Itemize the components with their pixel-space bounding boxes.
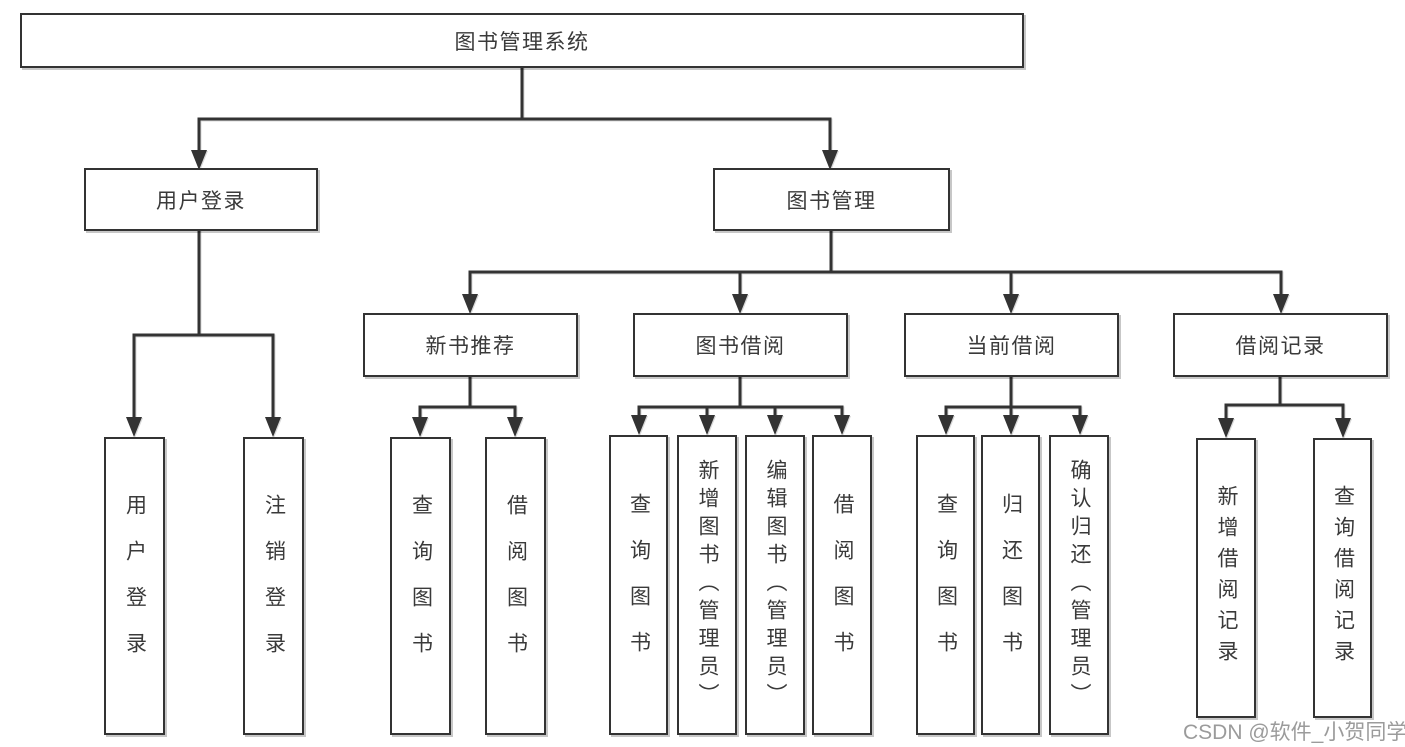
node-borrow-records: 借阅记录 bbox=[1173, 313, 1388, 377]
node-new-book-recommend: 新书推荐 bbox=[363, 313, 578, 377]
node-book-borrow: 图书借阅 bbox=[633, 313, 848, 377]
leaf-add-borrow-record-label: 新增借阅记录 bbox=[1215, 485, 1238, 671]
node-current-borrow: 当前借阅 bbox=[904, 313, 1119, 377]
leaf-confirm-return-admin-label: 确认归还（管理员） bbox=[1068, 459, 1091, 711]
leaf-edit-book-admin-label: 编辑图书（管理员） bbox=[764, 459, 787, 711]
leaf-recommend-borrow-books-label: 借阅图书 bbox=[504, 494, 528, 678]
leaf-add-book-admin: 新增图书（管理员） bbox=[677, 435, 737, 735]
node-borrow-records-label: 借阅记录 bbox=[1235, 335, 1326, 358]
node-library-system-label: 图书管理系统 bbox=[454, 30, 590, 54]
leaf-current-query-books-label: 查询图书 bbox=[934, 493, 958, 677]
leaf-return-books: 归还图书 bbox=[981, 435, 1040, 735]
leaf-query-borrow-record: 查询借阅记录 bbox=[1313, 438, 1372, 718]
leaf-return-books-label: 归还图书 bbox=[999, 493, 1023, 677]
leaf-add-borrow-record: 新增借阅记录 bbox=[1196, 438, 1256, 718]
leaf-recommend-borrow-books: 借阅图书 bbox=[485, 437, 546, 735]
node-library-system: 图书管理系统 bbox=[20, 13, 1024, 68]
leaf-user-login-label: 用户登录 bbox=[123, 494, 147, 678]
node-book-management-label: 图书管理 bbox=[786, 189, 877, 213]
node-current-borrow-label: 当前借阅 bbox=[966, 335, 1057, 358]
leaf-user-login: 用户登录 bbox=[104, 437, 165, 735]
leaf-borrow-query-books: 查询图书 bbox=[609, 435, 668, 735]
node-user-login: 用户登录 bbox=[84, 168, 318, 231]
node-user-login-label: 用户登录 bbox=[156, 189, 246, 213]
leaf-logout: 注销登录 bbox=[243, 437, 304, 735]
leaf-borrow-books-label: 借阅图书 bbox=[831, 493, 854, 677]
leaf-borrow-query-books-label: 查询图书 bbox=[627, 493, 651, 677]
leaf-add-book-admin-label: 新增图书（管理员） bbox=[696, 459, 719, 711]
leaf-edit-book-admin: 编辑图书（管理员） bbox=[745, 435, 805, 735]
leaf-recommend-query-books: 查询图书 bbox=[390, 437, 451, 735]
leaf-confirm-return-admin: 确认归还（管理员） bbox=[1049, 435, 1109, 735]
node-new-book-recommend-label: 新书推荐 bbox=[425, 335, 516, 358]
node-book-management: 图书管理 bbox=[713, 168, 950, 231]
node-book-borrow-label: 图书借阅 bbox=[695, 335, 786, 358]
leaf-recommend-query-books-label: 查询图书 bbox=[409, 494, 433, 678]
csdn-watermark: CSDN @软件_小贺同学 bbox=[1183, 721, 1405, 744]
leaf-query-borrow-record-label: 查询借阅记录 bbox=[1331, 485, 1355, 671]
leaf-logout-label: 注销登录 bbox=[262, 494, 286, 678]
leaf-current-query-books: 查询图书 bbox=[916, 435, 975, 735]
leaf-borrow-books: 借阅图书 bbox=[812, 435, 872, 735]
